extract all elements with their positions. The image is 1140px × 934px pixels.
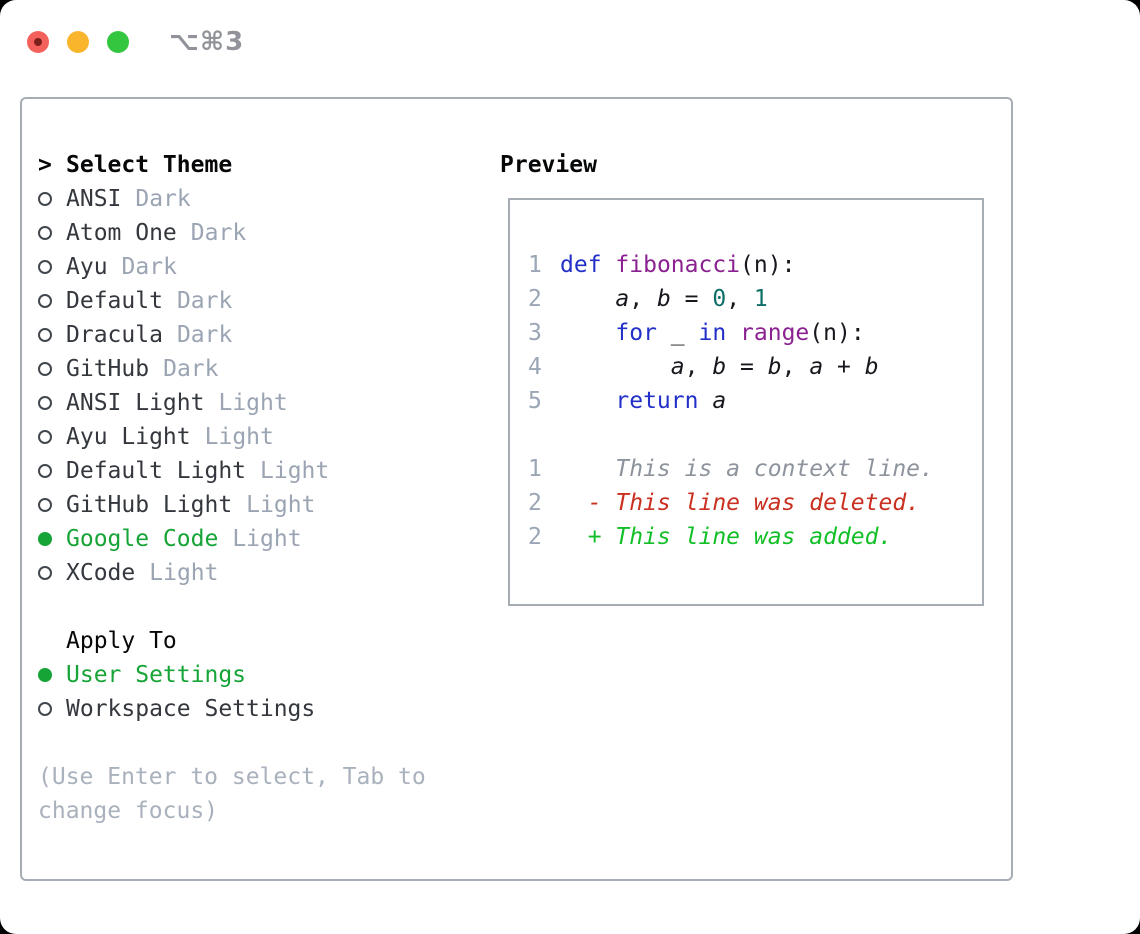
radio-icon	[38, 464, 52, 478]
radio-icon	[38, 328, 52, 342]
theme-item[interactable]: Google Code Light	[38, 522, 500, 556]
option-label: Google Code	[66, 526, 219, 552]
theme-item[interactable]: GitHub Dark	[38, 352, 500, 386]
theme-item[interactable]: XCode Light	[38, 556, 500, 590]
line-number: 3	[528, 320, 542, 346]
option-variant-label: Dark	[176, 322, 233, 348]
option-variant-label: Light	[232, 526, 302, 552]
theme-item[interactable]: Dracula Dark	[38, 318, 500, 352]
option-label: Default	[66, 288, 163, 314]
theme-item[interactable]: Ayu Light Light	[38, 420, 500, 454]
option-label: XCode	[66, 560, 136, 586]
line-number: 2	[528, 490, 542, 516]
theme-item[interactable]: Default Dark	[38, 284, 500, 318]
diff-line-context: 1 This is a context line.	[528, 452, 982, 486]
diff-line-text: - This line was deleted.	[560, 490, 921, 516]
theme-item[interactable]: GitHub Light Light	[38, 488, 500, 522]
option-label: User Settings	[66, 662, 247, 688]
option-label: Dracula	[66, 322, 163, 348]
radio-icon	[38, 702, 52, 716]
theme-item[interactable]: ANSI Light Light	[38, 386, 500, 420]
option-variant-label: Dark	[176, 288, 233, 314]
theme-list-header: > Select Theme	[38, 148, 500, 182]
theme-item[interactable]: Atom One Dark	[38, 216, 500, 250]
option-variant-label: Light	[260, 458, 330, 484]
option-variant-label: Light	[204, 424, 274, 450]
line-number: 2	[528, 524, 542, 550]
radio-icon	[38, 362, 52, 376]
option-variant-label: Dark	[121, 254, 177, 280]
radio-selected-icon	[38, 668, 52, 682]
radio-icon	[38, 192, 52, 206]
line-number: 1	[528, 456, 542, 482]
theme-item[interactable]: Default Light Light	[38, 454, 500, 488]
option-label: Workspace Settings	[66, 696, 316, 722]
code-line: 3 for _ in range(n):	[528, 316, 982, 350]
option-variant-label: Light	[246, 492, 316, 518]
diff-block: 1 This is a context line.2 - This line w…	[528, 452, 982, 554]
option-variant-label: Light	[149, 560, 219, 586]
option-label: ANSI Light	[66, 390, 205, 416]
radio-icon	[38, 498, 52, 512]
code-line: 4 a, b = b, a + b	[528, 350, 982, 384]
line-number: 4	[528, 354, 542, 380]
option-variant-label: Dark	[135, 186, 191, 212]
diff-line-text: This is a context line.	[560, 456, 934, 482]
zoom-button[interactable]	[107, 31, 129, 53]
code-line: 2 a, b = 0, 1	[528, 282, 982, 316]
radio-selected-icon	[38, 532, 52, 546]
option-label: GitHub	[66, 356, 150, 382]
apply-to-header: Apply To	[38, 624, 500, 658]
option-variant-label: Dark	[163, 356, 219, 382]
radio-icon	[38, 430, 52, 444]
apply-to-option[interactable]: User Settings	[38, 658, 500, 692]
diff-line-added: 2 + This line was added.	[528, 520, 982, 554]
preview-title: Preview	[500, 152, 597, 178]
apply-to-title: Apply To	[66, 628, 177, 654]
radio-icon	[38, 566, 52, 580]
option-label: Atom One	[66, 220, 177, 246]
radio-icon	[38, 396, 52, 410]
line-number: 1	[528, 252, 542, 278]
diff-line-text: + This line was added.	[560, 524, 893, 550]
option-label: Default Light	[66, 458, 247, 484]
apply-to-option[interactable]: Workspace Settings	[38, 692, 500, 726]
option-label: Ayu Light	[66, 424, 191, 450]
titlebar: ⌥⌘3	[27, 27, 244, 57]
option-variant-label: Light	[218, 390, 288, 416]
radio-icon	[38, 294, 52, 308]
option-label: GitHub Light	[66, 492, 233, 518]
radio-icon	[38, 226, 52, 240]
minimize-button[interactable]	[67, 31, 89, 53]
code-line: 5 return a	[528, 384, 982, 418]
line-number: 5	[528, 388, 542, 414]
close-button[interactable]	[27, 31, 49, 53]
theme-item[interactable]: ANSI Dark	[38, 182, 500, 216]
theme-item[interactable]: Ayu Dark	[38, 250, 500, 284]
line-number: 2	[528, 286, 542, 312]
window-title: ⌥⌘3	[169, 27, 245, 57]
diff-line-deleted: 2 - This line was deleted.	[528, 486, 982, 520]
keyboard-hint: (Use Enter to select, Tab to change focu…	[38, 764, 426, 824]
option-label: Ayu	[66, 254, 108, 280]
option-label: ANSI	[66, 186, 122, 212]
option-variant-label: Dark	[190, 220, 247, 246]
focus-prompt-icon: >	[38, 152, 52, 178]
radio-icon	[38, 260, 52, 274]
theme-list-title: Select Theme	[66, 152, 233, 178]
